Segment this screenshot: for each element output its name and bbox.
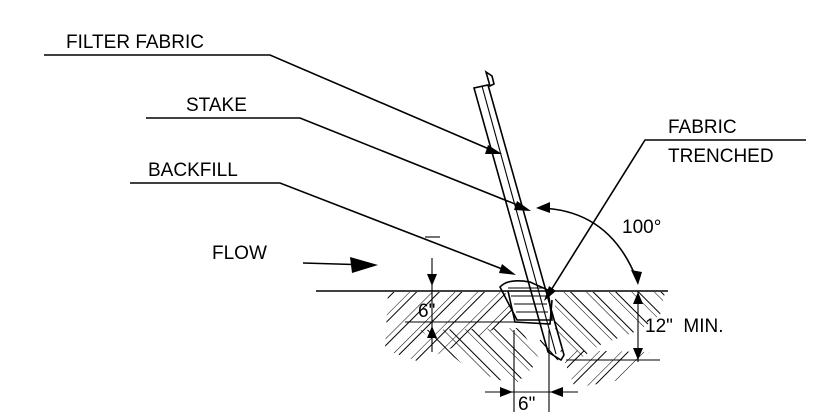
label-stake: STAKE <box>186 95 247 116</box>
depth-dimension-right <box>566 291 660 362</box>
flow-arrow <box>302 236 440 273</box>
label-flow: FLOW <box>212 243 267 264</box>
label-filter-fabric: FILTER FABRIC <box>66 32 204 53</box>
label-trenched: TRENCHED <box>668 146 774 167</box>
label-depth-left: 6" <box>418 301 435 322</box>
label-fabric: FABRIC <box>668 117 737 138</box>
label-angle: 100° <box>622 217 661 238</box>
label-depth-right: 12" MIN. <box>645 316 724 337</box>
label-backfill: BACKFILL <box>148 160 238 181</box>
label-width-bottom: 6" <box>518 394 535 415</box>
angle-indicator <box>536 202 642 285</box>
depth-dimension-left <box>405 258 520 352</box>
width-dimension-bottom <box>485 330 578 412</box>
leader-lines <box>44 54 806 301</box>
